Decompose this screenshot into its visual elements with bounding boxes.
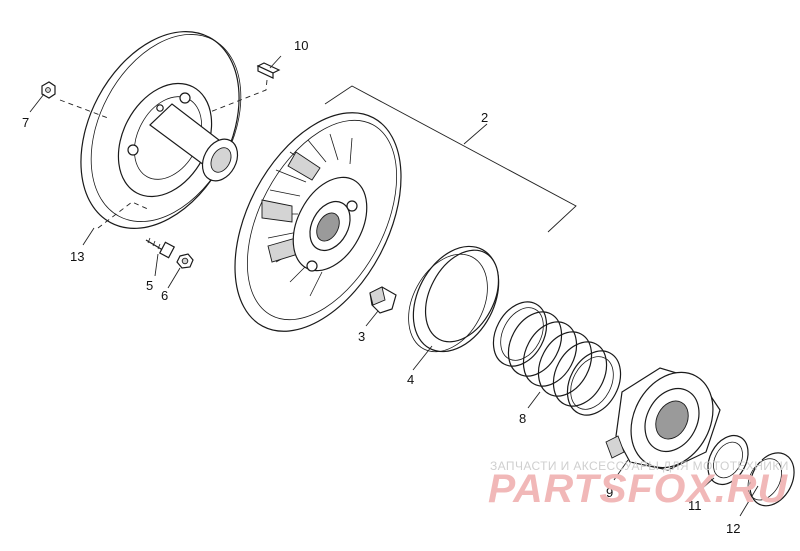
part-spring-seat: [605, 367, 721, 471]
callout-12: 12: [726, 521, 740, 536]
part-circlip: [747, 452, 795, 507]
callout-4: 4: [407, 372, 414, 387]
callout-8: 8: [519, 411, 526, 426]
callout-10: 10: [294, 38, 308, 53]
callout-7: 7: [22, 115, 29, 130]
callout-3: 3: [358, 329, 365, 344]
part-small-nut: [41, 81, 56, 99]
part-spring: [492, 301, 622, 416]
callout-2: 2: [481, 110, 488, 125]
group-bracket-2: [324, 85, 577, 233]
assembly-lines: [59, 79, 268, 229]
part-slider: [369, 286, 397, 314]
watermark-logo: PARTSFOX.RU: [488, 467, 788, 511]
part-key: [256, 62, 281, 79]
leader-lines: [29, 55, 759, 517]
part-washer: [707, 434, 749, 486]
watermark: ЗАПЧАСТИ И АКСЕССУАРЫ ДЛЯ МОТОТЕХНИКИ PA…: [488, 459, 789, 511]
callout-labels: 2 3 4 5 6 7 8 9 10 11 12 13: [22, 38, 740, 536]
callout-13: 13: [70, 249, 84, 264]
part-movable-sheave: [234, 112, 402, 332]
callout-5: 5: [146, 278, 153, 293]
callout-11: 11: [688, 498, 702, 513]
part-fixed-sheave: [80, 31, 242, 229]
watermark-tagline: ЗАПЧАСТИ И АКСЕССУАРЫ ДЛЯ МОТОТЕХНИКИ: [490, 459, 789, 473]
callout-9: 9: [606, 485, 613, 500]
callout-6: 6: [161, 288, 168, 303]
part-nut: [176, 253, 194, 269]
part-ring: [408, 245, 500, 353]
part-bolt: [145, 237, 176, 259]
